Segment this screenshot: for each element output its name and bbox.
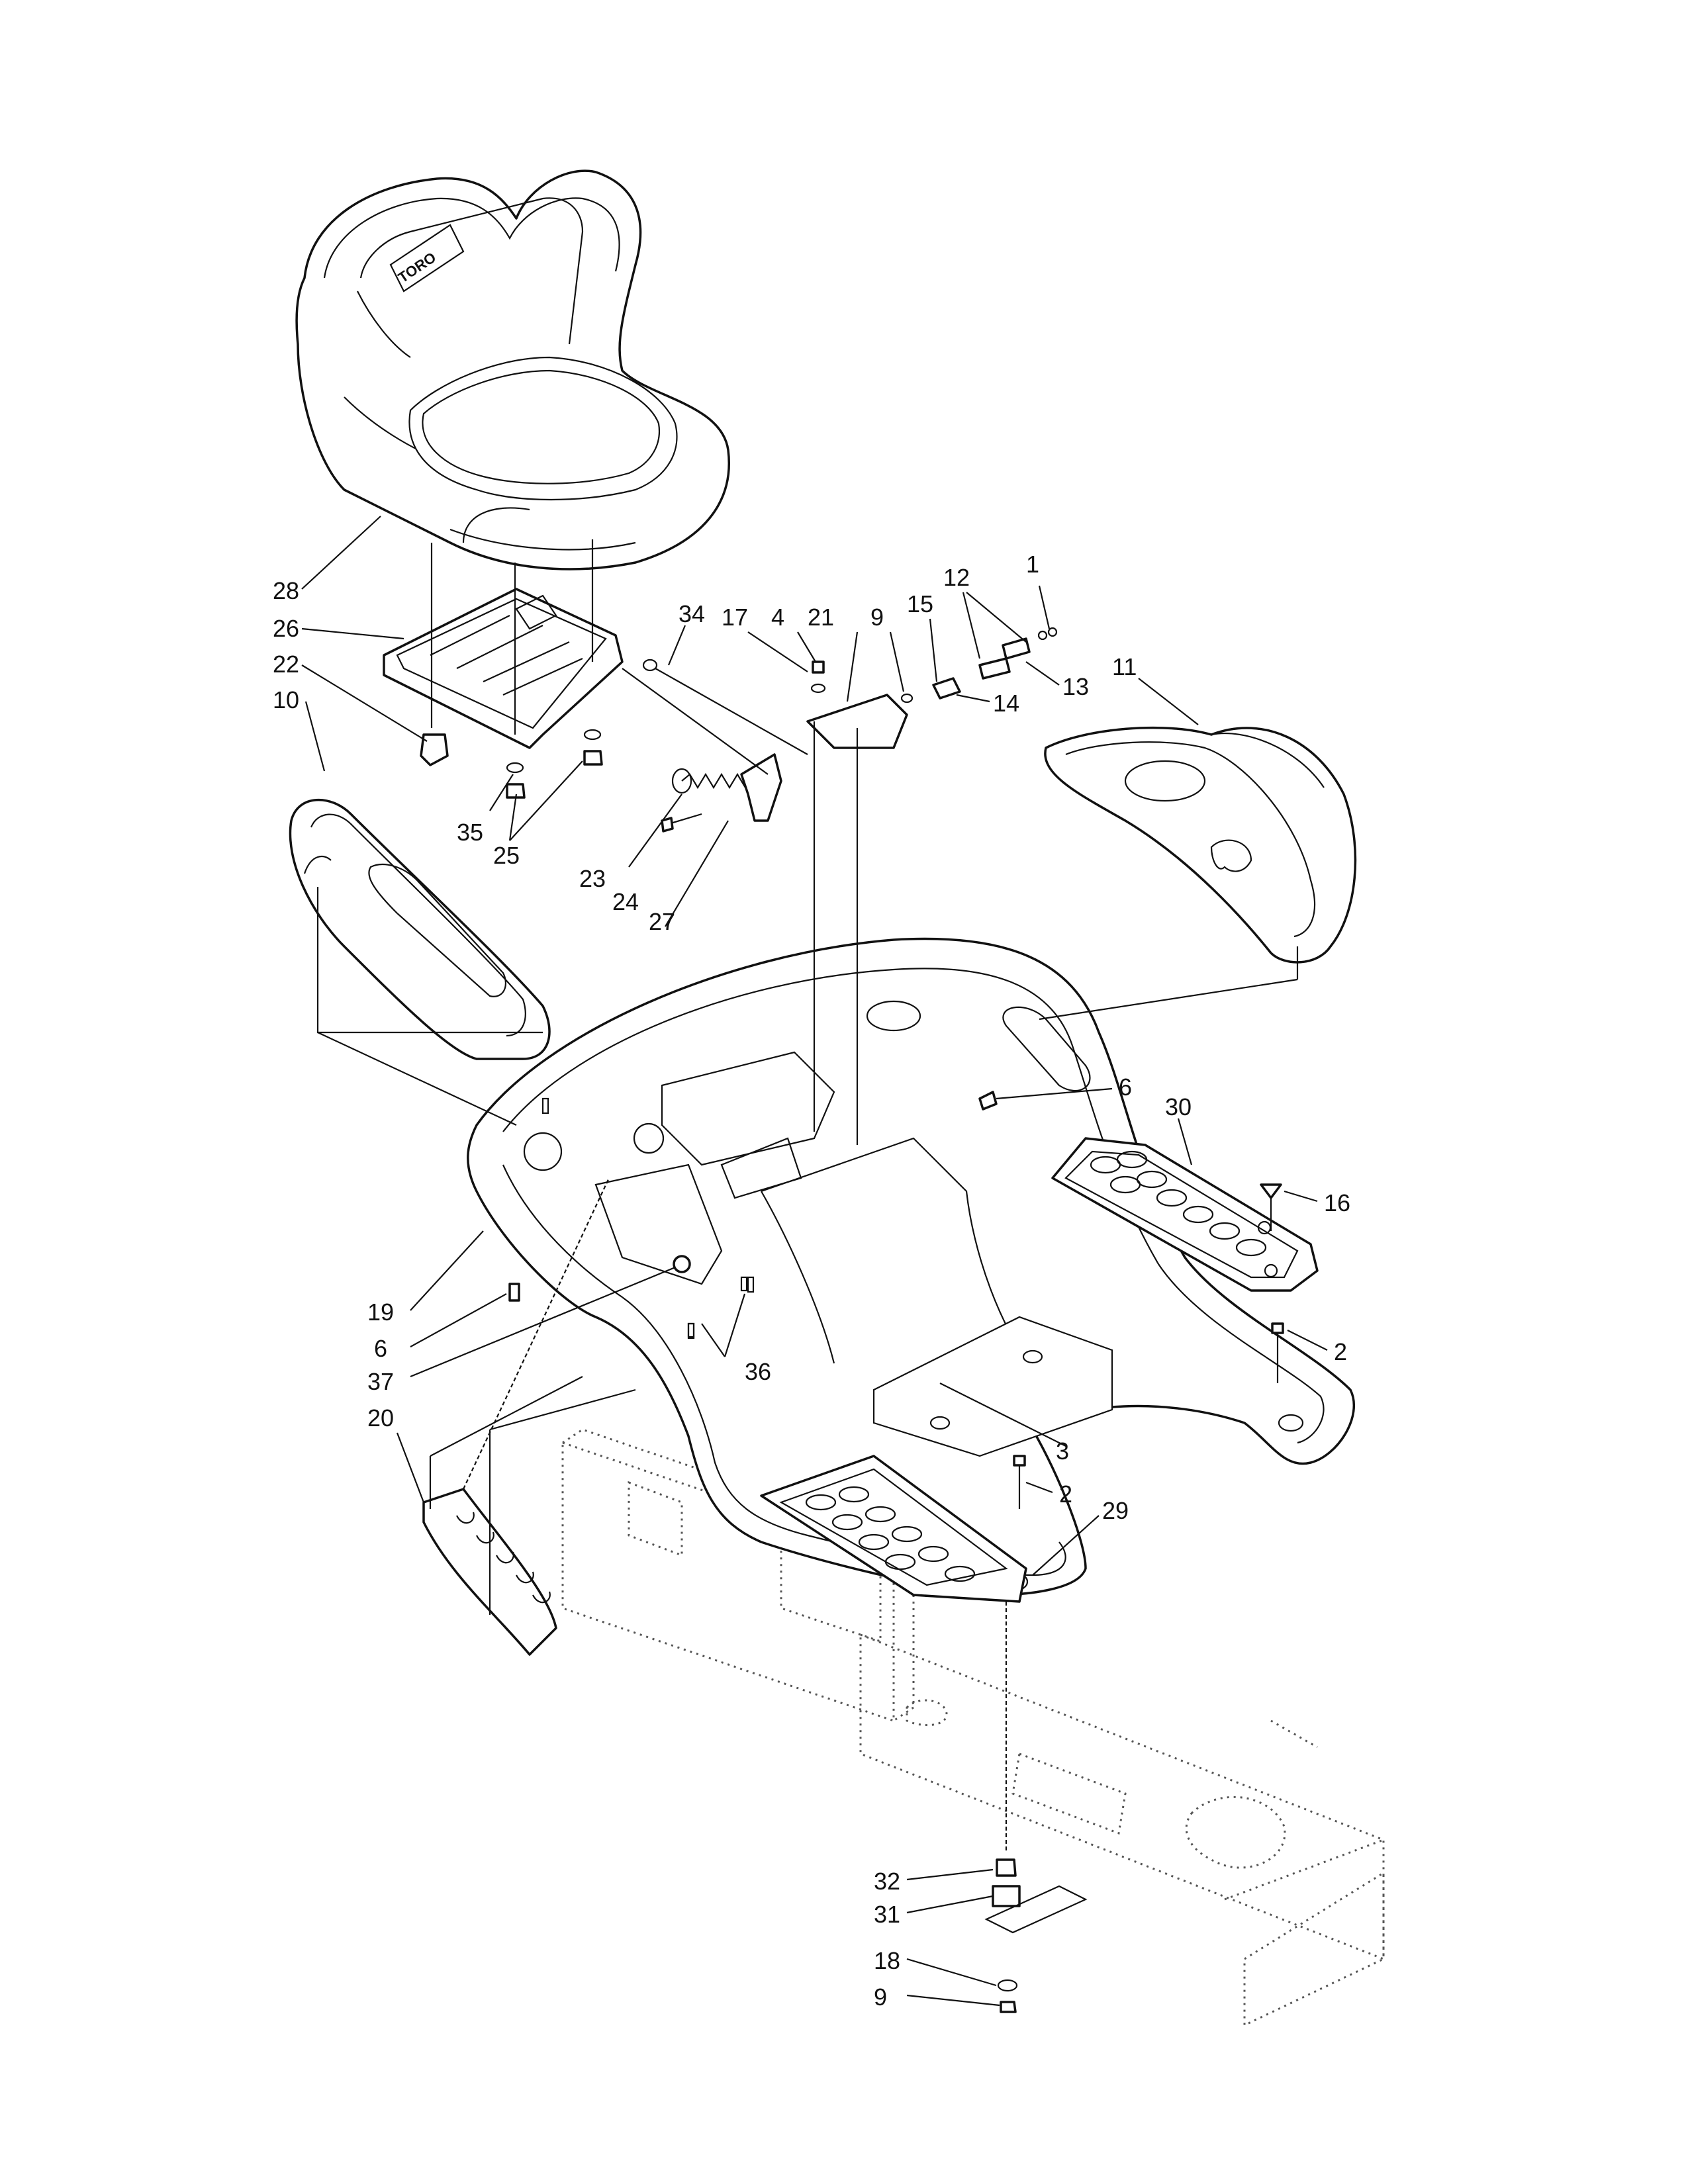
callout-2-left: 2	[1059, 1480, 1072, 1508]
callout-13: 13	[1062, 673, 1089, 700]
right-footrest-mat	[1051, 1137, 1319, 1292]
left-footrest-mat	[760, 1455, 1027, 1603]
callout-14: 14	[993, 690, 1019, 717]
callout-16: 16	[1324, 1189, 1350, 1216]
callout-leaders	[301, 516, 1328, 2007]
callout-24: 24	[612, 888, 639, 915]
seat: TORO	[295, 169, 730, 570]
callout-32: 32	[874, 1868, 900, 1895]
callout-36: 36	[745, 1358, 771, 1385]
callout-11: 11	[1112, 653, 1137, 680]
callout-9: 9	[870, 604, 884, 631]
callout-19: 19	[367, 1298, 394, 1326]
fender-pan	[467, 937, 1355, 1596]
callout-31: 31	[874, 1901, 900, 1928]
callout-34: 34	[679, 600, 705, 627]
callout-12: 12	[943, 564, 970, 591]
callout-4: 4	[771, 604, 784, 631]
callout-21: 21	[808, 604, 834, 631]
callout-numbers: 28 26 22 10 35 25 34 17 4 21 9 15 12 1 1…	[273, 551, 1350, 2011]
callout-6-left: 6	[374, 1335, 387, 1362]
callout-18: 18	[874, 1947, 900, 1974]
callout-22: 22	[273, 651, 299, 678]
callout-9-lower: 9	[874, 1983, 887, 2011]
callout-23: 23	[579, 865, 606, 892]
callout-28: 28	[273, 577, 299, 604]
callout-27: 27	[649, 908, 675, 935]
callout-35: 35	[457, 819, 483, 846]
right-fender-cover	[1044, 726, 1357, 964]
callout-26: 26	[273, 615, 299, 642]
callout-3: 3	[1056, 1437, 1069, 1465]
seat-hardware	[317, 539, 1299, 2013]
callout-29: 29	[1102, 1497, 1129, 1524]
callout-10: 10	[273, 686, 299, 713]
callout-37: 37	[367, 1368, 394, 1395]
callout-20: 20	[367, 1404, 394, 1432]
seat-pan	[383, 588, 624, 749]
callout-17: 17	[722, 604, 748, 631]
callout-2-right: 2	[1334, 1338, 1347, 1365]
callout-30: 30	[1165, 1093, 1192, 1120]
callout-6-right: 6	[1119, 1073, 1132, 1101]
callout-25: 25	[493, 842, 520, 869]
left-fender-cover	[289, 799, 551, 1060]
callout-1: 1	[1026, 551, 1039, 578]
callout-15: 15	[907, 590, 933, 617]
